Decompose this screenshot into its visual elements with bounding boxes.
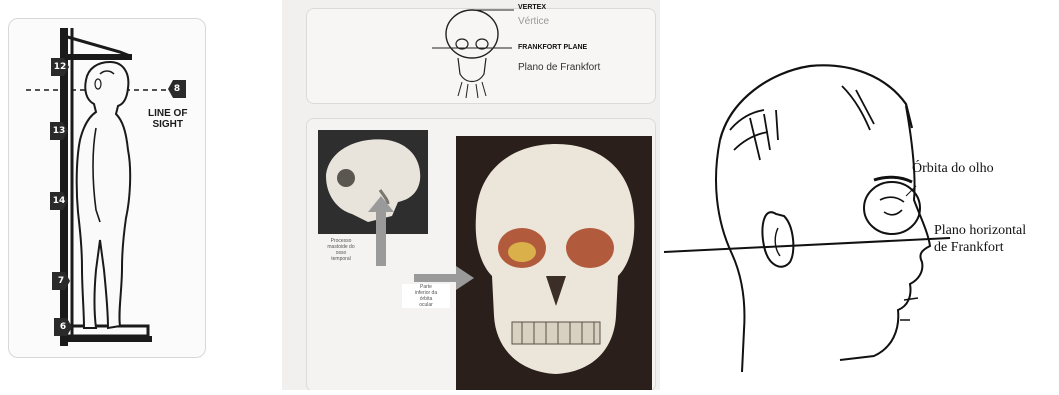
standing-figure-illustration [0, 0, 220, 390]
head-board [64, 36, 130, 56]
frankfort-horizontal-label-line1: Plano horizontal [934, 222, 1026, 239]
frankfort-horizontal-label-line2: de Frankfort [934, 239, 1026, 256]
vertex-label-pt: Vértice [518, 16, 549, 27]
front-skull-photo [456, 136, 652, 390]
skull-outline [446, 10, 498, 58]
line-of-sight-label-line1: LINE OF [148, 108, 187, 119]
frankfort-label-pt: Plano de Frankfort [518, 62, 600, 73]
vertex-label-en: VERTEX [518, 4, 546, 11]
frankfort-horizontal-label: Plano horizontal de Frankfort [934, 222, 1026, 256]
base-platform [62, 326, 148, 336]
front-skull-image [456, 136, 652, 390]
up-arrow-icon [366, 196, 396, 266]
orbit-caption: Parte inferior da órbita ocular [402, 284, 450, 308]
line-of-sight-label: LINE OF SIGHT [148, 108, 187, 130]
back-of-head [716, 140, 745, 372]
orbit-label: Órbita do olho [912, 160, 994, 177]
head-profile-panel: Órbita do olho Plano horizontal de Frank… [660, 0, 1059, 390]
height-measurement-panel: 12 8 13 14 7 6 LINE OF SIGHT [0, 0, 220, 390]
frankfort-label-en: FRANKFORT PLANE [518, 44, 587, 51]
skull-jaw [458, 58, 486, 82]
hair-outline [720, 65, 912, 140]
mastoid-caption-line4: temporal [312, 256, 370, 262]
mastoid-caption: Processo mastoide do osso temporal [312, 238, 370, 262]
line-of-sight-label-line2: SIGHT [148, 119, 187, 130]
head-profile-illustration [660, 0, 1059, 390]
frankfort-horizontal-line [664, 238, 950, 252]
ear-outline [763, 212, 794, 267]
orbit-caption-line4: ocular [402, 302, 450, 308]
person-outline [77, 62, 130, 328]
